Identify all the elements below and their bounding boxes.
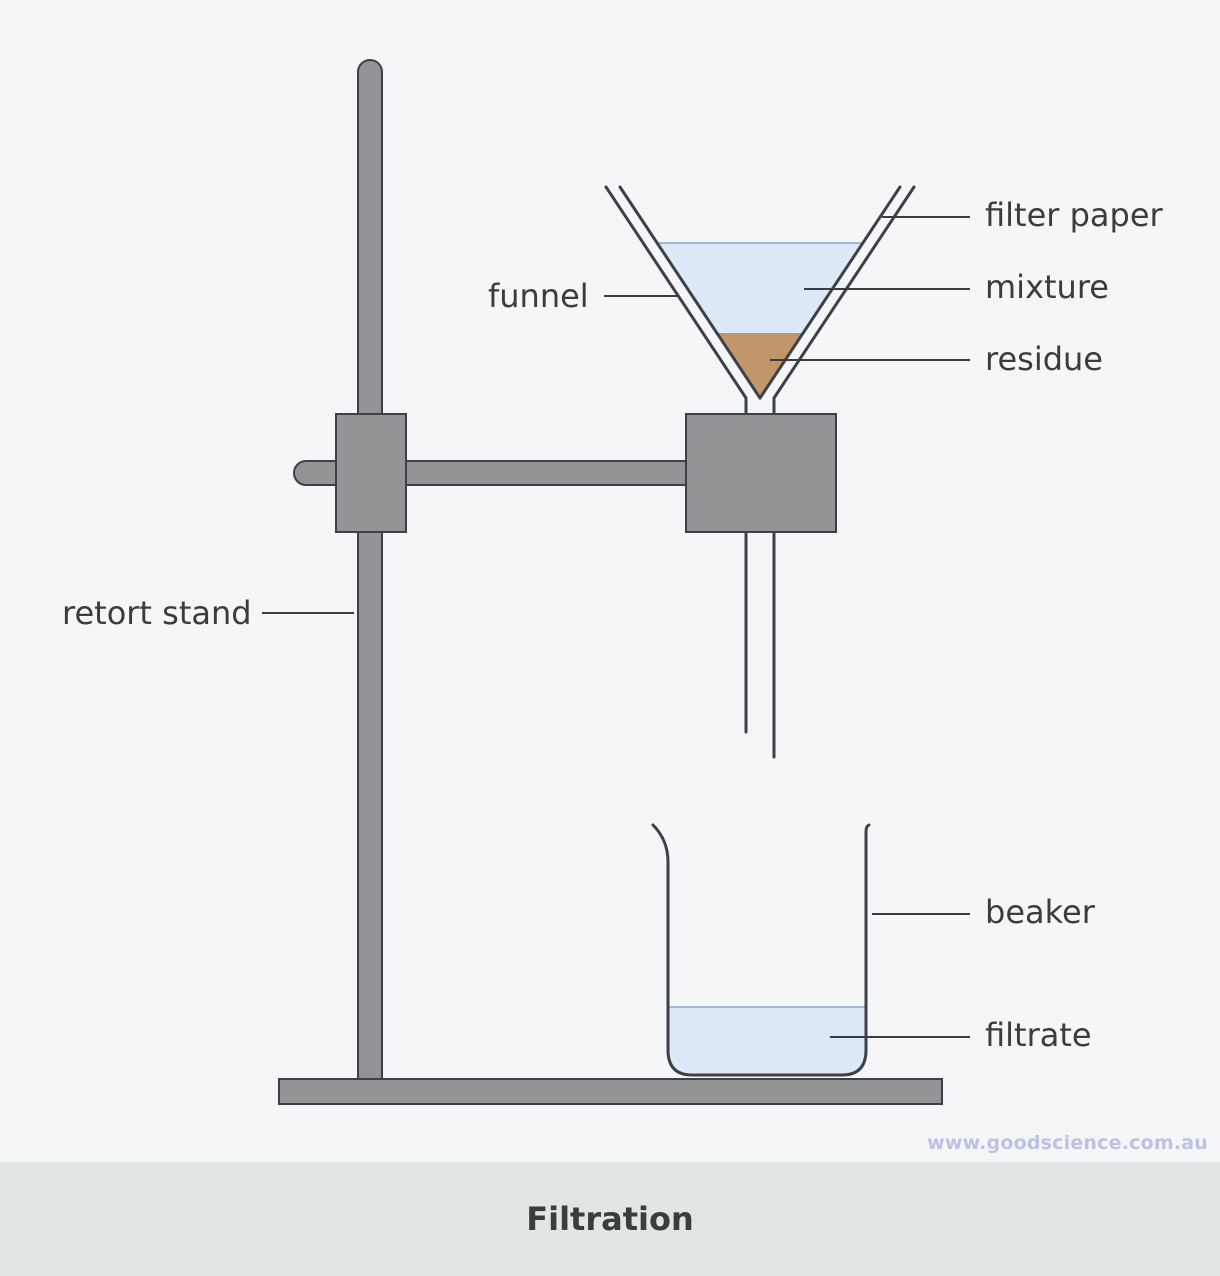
stand-rod [357, 59, 383, 1080]
boss-head [335, 413, 407, 533]
filtrate-label: filtrate [985, 1016, 1092, 1054]
leader-lines [262, 216, 970, 1038]
filter-paper-left [618, 185, 762, 400]
retort-stand [278, 59, 943, 1105]
beaker-outline [651, 823, 871, 1077]
mixture [656, 243, 862, 333]
funnel-wall-left [604, 185, 748, 734]
caption-bar: Filtration [0, 1162, 1220, 1276]
filter-paper-right [758, 185, 902, 400]
filter-paper-label: filter paper [985, 196, 1164, 234]
mixture-label: mixture [985, 268, 1109, 306]
beaker-label: beaker [985, 893, 1096, 931]
residue [717, 333, 804, 398]
retort-stand-label: retort stand [62, 594, 252, 632]
caption: Filtration [526, 1200, 694, 1238]
funnel-wall-right [772, 185, 916, 759]
residue-label: residue [985, 340, 1103, 378]
filtrate [668, 1007, 866, 1075]
funnel [604, 185, 916, 759]
funnel-label: funnel [488, 277, 589, 315]
beaker [651, 823, 871, 1077]
watermark: www.goodscience.com.au [927, 1132, 1208, 1154]
stand-base [278, 1078, 943, 1105]
filtration-diagram: filter paper mixture residue funnel reto… [62, 59, 1164, 1105]
funnel-clamp [685, 413, 837, 533]
